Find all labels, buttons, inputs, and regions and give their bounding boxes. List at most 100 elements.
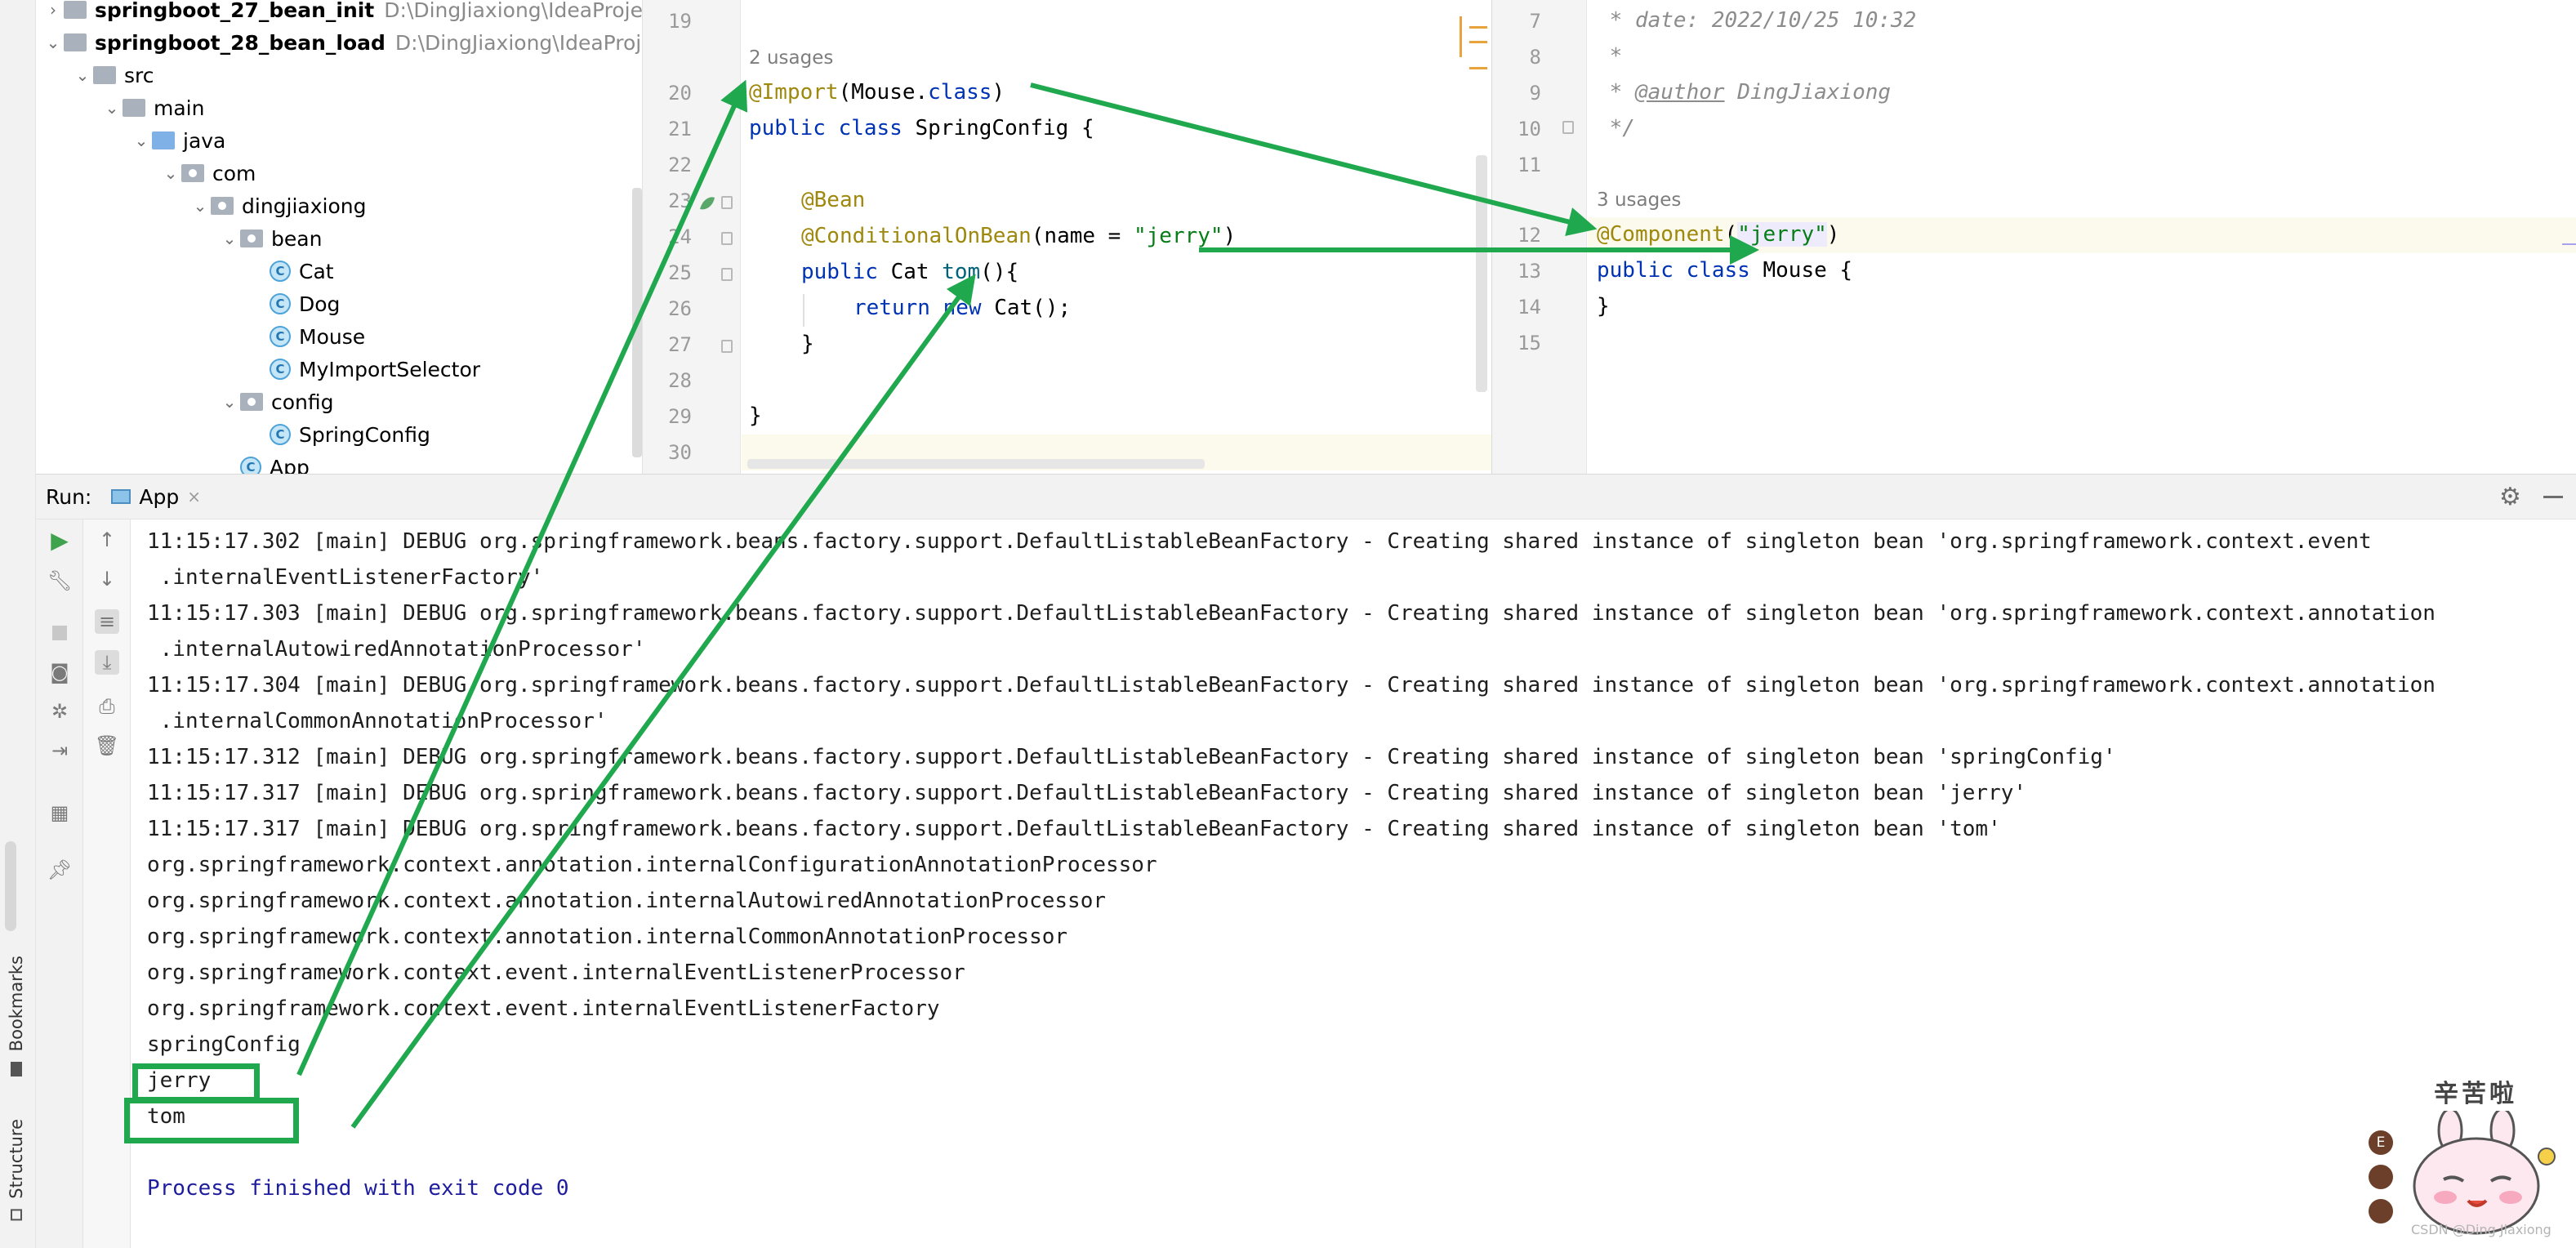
bookmarks-tab[interactable]: Bookmarks <box>7 956 26 1077</box>
soft-wrap-icon[interactable]: ≡ <box>95 609 119 634</box>
warning-stripe <box>1469 41 1487 43</box>
chevron-right-icon[interactable]: › <box>50 0 56 20</box>
line-number: 21 <box>668 118 692 140</box>
run-toolbar: ▶ 🔧︎ ◙ ✲ ⇥ ▦ 📌︎ <box>36 519 83 1248</box>
print-icon[interactable]: ⎙ <box>99 695 115 718</box>
chevron-down-icon[interactable]: ⌄ <box>46 33 60 52</box>
layout-icon[interactable]: ▦ <box>50 801 69 824</box>
structure-tab[interactable]: Structure <box>7 1119 26 1221</box>
fold-marker-icon[interactable] <box>721 268 733 281</box>
sticker-badge <box>2369 1199 2393 1223</box>
class-icon: C <box>270 326 291 347</box>
tree-item[interactable]: C App <box>240 451 310 474</box>
console-line: Process finished with exit code 0 <box>147 1176 569 1201</box>
usages-hint[interactable]: 2 usages <box>749 47 834 69</box>
chevron-down-icon[interactable]: ⌄ <box>75 65 90 85</box>
line-number: 13 <box>1518 260 1541 283</box>
chevron-down-icon[interactable]: ⌄ <box>222 229 237 248</box>
usages-hint[interactable]: 3 usages <box>1597 189 1682 211</box>
tree-item[interactable]: C Cat <box>270 255 334 287</box>
editor-mouse[interactable]: 7 8 9 10 11 12 13 14 15 * date: 2022/10/… <box>1491 0 2576 474</box>
exit-icon[interactable]: ⇥ <box>51 739 69 762</box>
console-line: org.springframework.context.annotation.i… <box>147 853 1157 877</box>
line-number: 25 <box>668 261 692 284</box>
bunny-icon <box>2413 1111 2556 1235</box>
code-line: */ <box>1597 116 1635 140</box>
scroll-to-end-icon[interactable]: ⤓ <box>95 650 119 675</box>
code-line: public class Mouse { <box>1597 258 1853 283</box>
console-line: 11:15:17.302 [main] DEBUG org.springfram… <box>147 529 2372 554</box>
tree-item[interactable]: ⌄ src <box>72 59 154 91</box>
chevron-down-icon[interactable]: ⌄ <box>222 392 237 412</box>
source-folder-icon <box>152 131 175 149</box>
tree-item[interactable]: ⌄ bean <box>219 222 323 255</box>
package-icon <box>181 164 204 182</box>
tree-item[interactable]: › springboot_27_bean_init D:\DingJiaxion… <box>42 0 642 26</box>
console-line: .internalEventListenerFactory' <box>147 565 544 590</box>
tree-item[interactable]: ⌄ config <box>219 386 334 418</box>
console-line: 11:15:17.304 [main] DEBUG org.springfram… <box>147 673 2436 698</box>
tree-scrollbar[interactable] <box>632 188 642 457</box>
tree-item[interactable]: ⌄ java <box>131 124 226 157</box>
module-folder-icon <box>64 33 87 51</box>
line-number: 30 <box>668 441 692 464</box>
console-line: org.springframework.context.event.intern… <box>147 996 940 1021</box>
fold-marker-icon[interactable] <box>1562 121 1574 134</box>
tab-app[interactable]: App × <box>111 485 201 509</box>
console-line: tom <box>147 1104 185 1129</box>
chevron-down-icon[interactable]: ⌄ <box>193 196 207 216</box>
bean-gutter-icon[interactable] <box>697 193 718 214</box>
gear-icon[interactable]: ⚙ <box>2499 483 2521 511</box>
code-line: * date: 2022/10/25 10:32 <box>1597 8 1917 33</box>
tree-item[interactable]: C Mouse <box>270 320 365 353</box>
line-number: 12 <box>1518 224 1541 247</box>
arrow-up-icon[interactable]: ↑ <box>98 528 116 551</box>
editor-springconfig[interactable]: 19 20 21 22 23 24 25 26 27 28 29 30 2 us… <box>642 0 1491 474</box>
console-line: org.springframework.context.event.intern… <box>147 961 965 985</box>
code-line: @ConditionalOnBean(name = "jerry") <box>801 224 1237 248</box>
tree-item[interactable]: C SpringConfig <box>270 418 430 451</box>
minimize-icon[interactable] <box>2543 496 2563 498</box>
line-number: 22 <box>668 154 692 176</box>
console-output[interactable]: 11:15:17.302 [main] DEBUG org.springfram… <box>131 519 2576 1248</box>
tree-item[interactable]: ⌄ main <box>101 91 205 124</box>
trash-icon[interactable]: 🗑︎ <box>94 734 120 757</box>
tree-item[interactable]: ⌄ dingjiaxiong <box>189 189 367 222</box>
line-number: 28 <box>668 369 692 392</box>
code-line: } <box>1597 294 1610 319</box>
line-number: 8 <box>1529 46 1541 69</box>
package-icon <box>240 393 263 411</box>
highlight-box-tom <box>124 1098 299 1143</box>
tree-item[interactable]: C Dog <box>270 287 340 320</box>
tree-item[interactable]: ⌄ springboot_28_bean_load D:\DingJiaxion… <box>42 26 642 59</box>
close-icon[interactable]: × <box>187 487 201 506</box>
horizontal-scrollbar[interactable] <box>747 459 1205 469</box>
chevron-down-icon[interactable]: ⌄ <box>105 98 119 118</box>
camera-icon[interactable]: ◙ <box>50 661 69 684</box>
line-number: 15 <box>1518 332 1541 354</box>
arrow-down-icon[interactable]: ↓ <box>98 568 116 591</box>
stop-icon[interactable] <box>47 621 72 645</box>
run-toolbar-secondary: ↑ ↓ ≡ ⤓ ⎙ 🗑︎ <box>83 519 131 1248</box>
project-tree[interactable]: › springboot_27_bean_init D:\DingJiaxion… <box>36 0 642 474</box>
console-line: jerry <box>147 1068 212 1093</box>
sticker-badge: E <box>2369 1130 2393 1155</box>
rerun-icon[interactable]: ▶ <box>51 526 69 554</box>
console-line: org.springframework.context.annotation.i… <box>147 925 1068 949</box>
pin-icon[interactable]: 📌︎ <box>47 858 73 881</box>
code-line: * <box>1597 44 1623 69</box>
chevron-down-icon[interactable]: ⌄ <box>134 131 149 150</box>
tree-item[interactable]: C MyImportSelector <box>270 353 480 386</box>
fold-marker-icon[interactable] <box>721 340 733 353</box>
chevron-down-icon[interactable]: ⌄ <box>163 163 178 183</box>
vertical-scrollbar[interactable] <box>1476 155 1487 392</box>
fold-marker-icon[interactable] <box>721 232 733 245</box>
console-line: springConfig <box>147 1032 301 1057</box>
warning-stripe <box>1469 26 1487 29</box>
tree-item[interactable]: ⌄ com <box>160 157 256 189</box>
class-icon: C <box>270 261 291 282</box>
settings-icon[interactable]: ✲ <box>51 700 69 723</box>
line-number: 27 <box>668 333 692 356</box>
wrench-icon[interactable]: 🔧︎ <box>47 569 73 592</box>
fold-marker-icon[interactable] <box>721 196 733 209</box>
